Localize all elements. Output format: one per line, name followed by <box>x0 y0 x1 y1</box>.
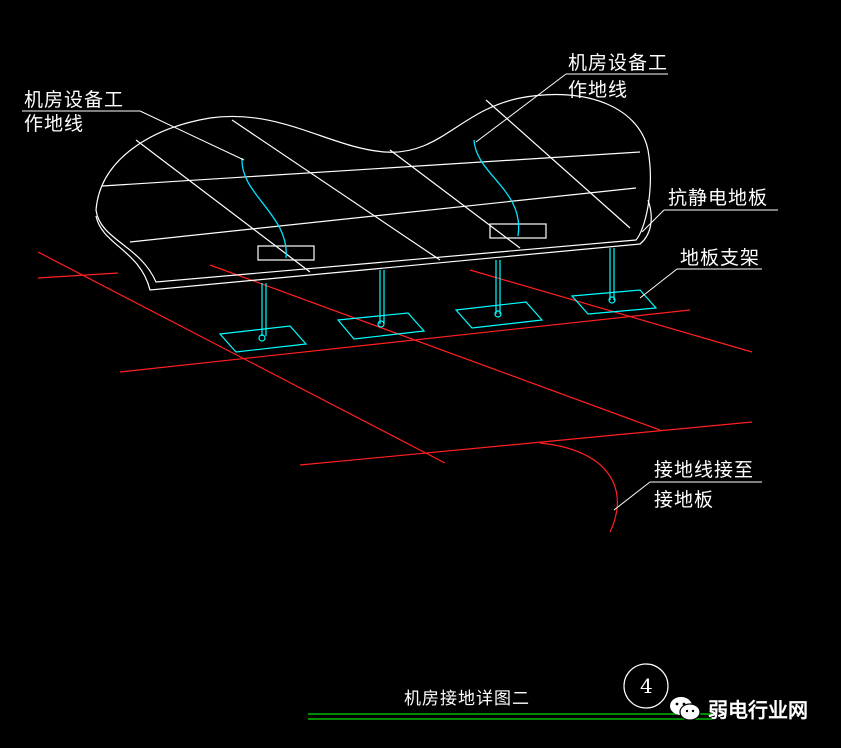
ground-grid <box>37 251 753 533</box>
leader-lines <box>22 73 778 511</box>
left-ground-wire-label-line2: 作地线 <box>24 113 85 135</box>
detail-number: 4 <box>640 674 654 698</box>
floor-supports <box>218 248 658 353</box>
left-ground-wire-label-line1: 机房设备工 <box>24 89 125 111</box>
wechat-icon <box>670 696 701 721</box>
equipment-ground-wires <box>241 139 520 259</box>
antistatic-floor <box>95 94 652 291</box>
ground-to-plate-label-line1: 接地线接至 <box>654 459 755 481</box>
watermark: 弱电行业网 <box>668 694 808 723</box>
antistatic-floor-label: 抗静电地板 <box>668 187 769 209</box>
ground-to-plate-label-line2: 接地板 <box>654 489 715 511</box>
drawing-title: 机房接地详图二 <box>404 689 530 709</box>
watermark-text: 弱电行业网 <box>708 698 808 722</box>
detail-number-circle <box>623 663 669 709</box>
right-ground-wire-label-line1: 机房设备工 <box>568 52 669 74</box>
floor-support-label: 地板支架 <box>680 247 761 269</box>
right-ground-wire-label-line2: 作地线 <box>568 79 629 101</box>
title-underline <box>308 713 712 720</box>
